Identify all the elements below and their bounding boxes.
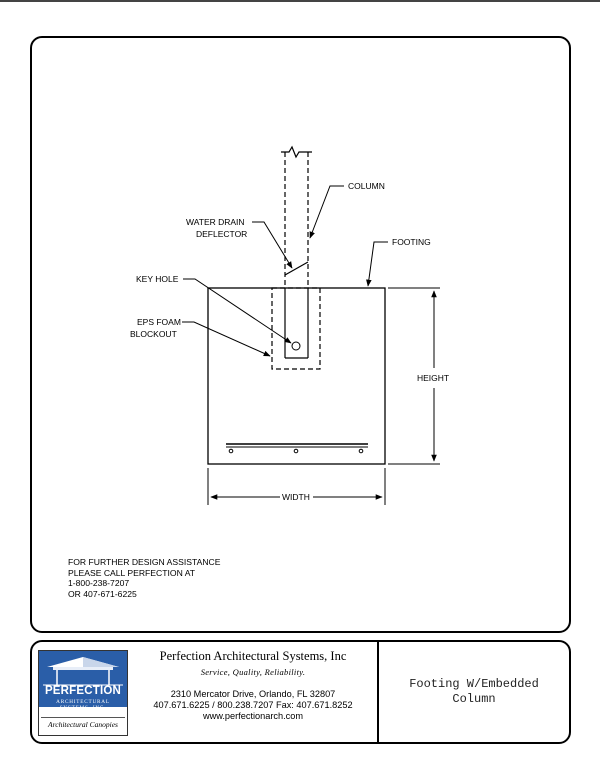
logo-subtitle-line: SYSTEMS, INC.	[59, 705, 107, 711]
footing-block	[207, 287, 386, 465]
drawing-title-line: Column	[452, 692, 496, 706]
note-line: PLEASE CALL PERFECTION AT	[68, 567, 196, 578]
company-tagline: Service, Quality, Reliability.	[200, 667, 306, 677]
column-label: COLUMN	[348, 181, 385, 191]
eps-leader	[182, 321, 271, 357]
logo-subtitle: ARCHITECTURAL SYSTEMS, INC.	[39, 699, 127, 711]
logo-tagline: Architectural Canopies	[48, 720, 118, 729]
key-hole	[291, 341, 301, 351]
title-block-divider	[377, 641, 379, 743]
company-name: Perfection Architectural Systems, Inc	[159, 649, 347, 663]
column-outline	[281, 145, 312, 288]
logo-divider	[41, 717, 125, 718]
footing-label: FOOTING	[392, 237, 431, 247]
perfection-logo: PERFECTION ARCHITECTURAL SYSTEMS, INC. A…	[38, 650, 128, 736]
canopy-icon	[43, 657, 123, 686]
column-leader	[309, 185, 344, 239]
logo-blue-field: PERFECTION ARCHITECTURAL SYSTEMS, INC.	[39, 651, 127, 711]
company-website: www.perfectionarch.com	[202, 711, 304, 721]
company-phones: 407.671.6225 / 800.238.7207 Fax: 407.671…	[153, 700, 353, 710]
eps-foam-blockout	[271, 287, 321, 370]
rebar	[226, 443, 368, 454]
water-drain-label-2: DEFLECTOR	[196, 229, 247, 239]
company-address: 2310 Mercator Drive, Orlando, FL 32807	[170, 689, 336, 699]
drawing-title: Footing W/Embedded Column	[380, 677, 568, 707]
key-hole-leader	[183, 278, 292, 344]
height-label: HEIGHT	[417, 373, 449, 383]
water-drain-leader	[252, 221, 293, 269]
eps-label-2: BLOCKOUT	[130, 329, 177, 339]
drawing-frame	[30, 36, 571, 633]
company-info: Perfection Architectural Systems, Inc Se…	[128, 649, 378, 722]
top-rule	[0, 0, 600, 2]
width-label: WIDTH	[282, 492, 310, 502]
logo-wordmark: PERFECTION	[44, 685, 122, 697]
footing-leader	[366, 241, 388, 287]
company-contact: 2310 Mercator Drive, Orlando, FL 32807 4…	[128, 689, 378, 722]
drawing-title-line: Footing W/Embedded	[409, 677, 539, 691]
eps-label-1: EPS FOAM	[137, 317, 181, 327]
design-assistance-note: FOR FURTHER DESIGN ASSISTANCE PLEASE CAL…	[68, 557, 220, 599]
footing-drawing: HEIGHT WIDTH COLUMN WATER DRAIN DEFLECTO…	[130, 145, 449, 505]
note-line: OR 407-671-6225	[68, 588, 137, 599]
logo-subtitle-line: ARCHITECTURAL	[56, 699, 110, 705]
note-line: FOR FURTHER DESIGN ASSISTANCE	[68, 557, 221, 567]
key-hole-label: KEY HOLE	[136, 274, 179, 284]
water-drain-label-1: WATER DRAIN	[186, 217, 245, 227]
note-line: 1-800-238-7207	[68, 578, 130, 589]
water-drain-deflector	[284, 261, 309, 276]
height-dimension	[388, 287, 440, 465]
title-block	[30, 640, 571, 744]
width-dimension	[207, 468, 386, 505]
embedded-column	[284, 288, 309, 359]
